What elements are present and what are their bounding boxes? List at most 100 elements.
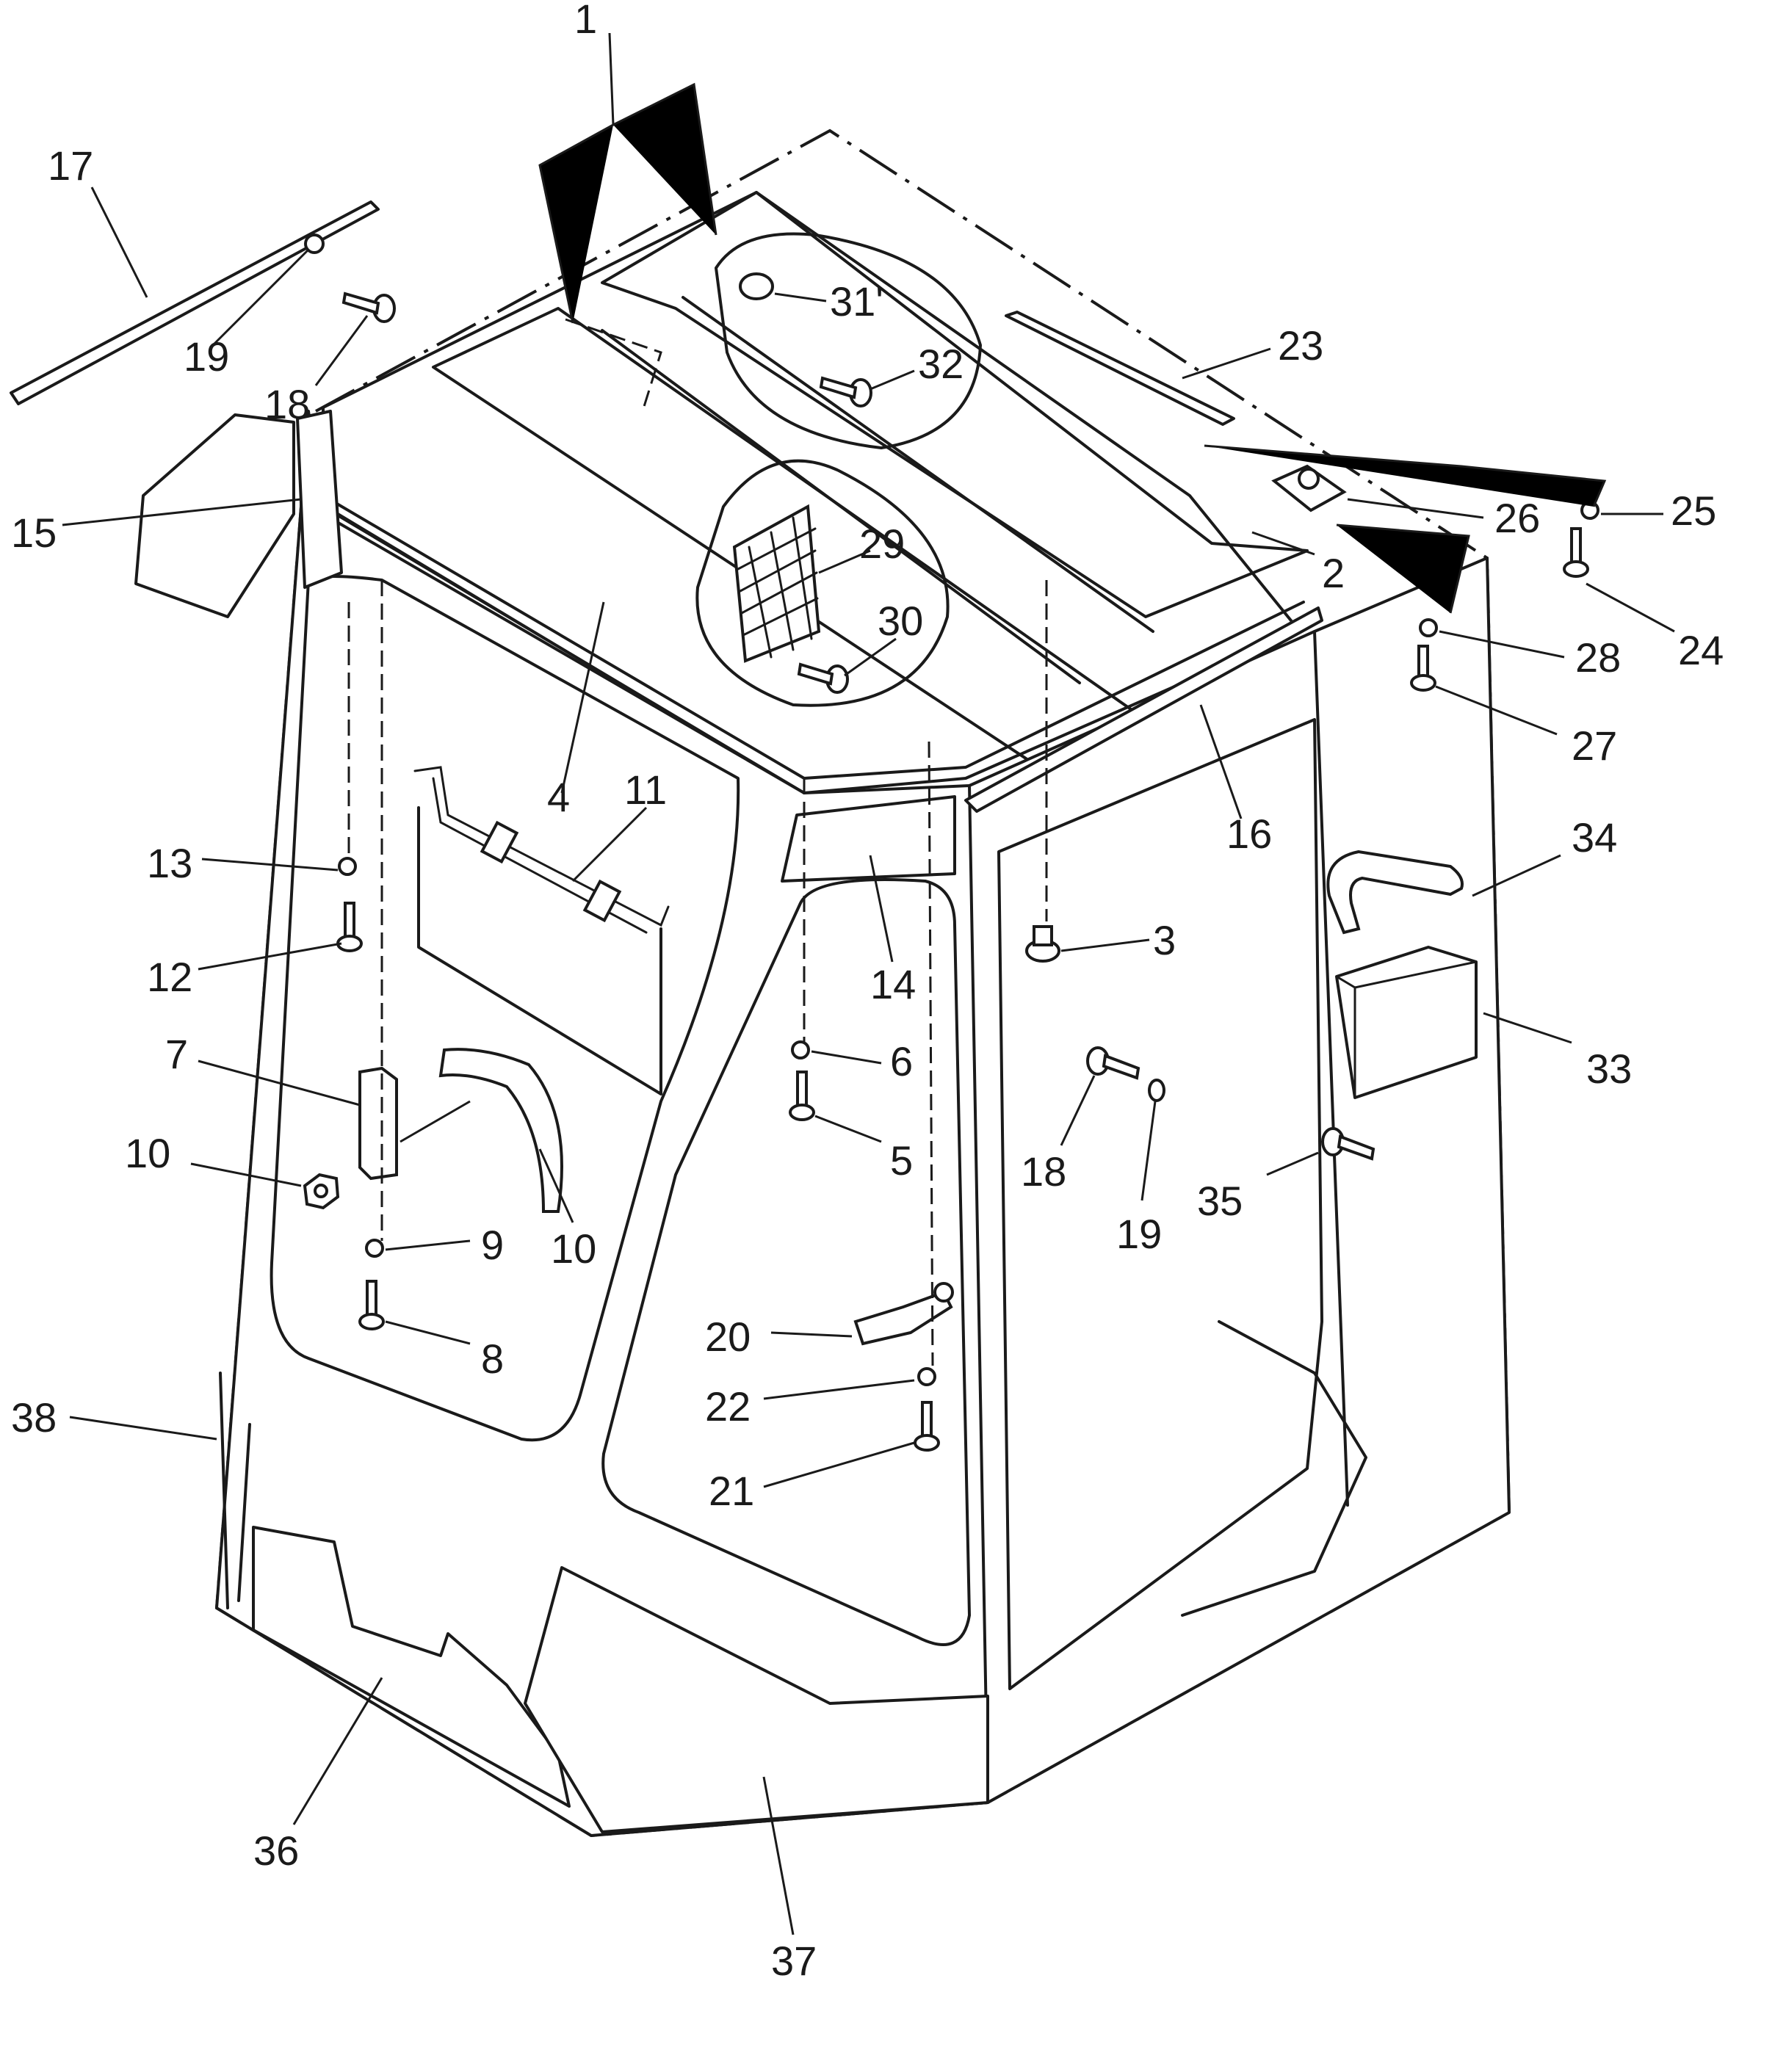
leader-29 — [818, 549, 871, 574]
assembly-line-roof — [565, 318, 662, 412]
callout-13: 13 — [147, 840, 192, 886]
callout-34: 34 — [1572, 814, 1617, 861]
roof-seal-strip — [1005, 311, 1235, 426]
leader-32 — [870, 369, 915, 391]
callout-19b: 19 — [1116, 1211, 1162, 1257]
roof-detail-bubble-29 — [695, 459, 950, 707]
callout-31: 31' — [830, 278, 883, 325]
callout-1: 1 — [574, 0, 597, 42]
callout-26: 26 — [1494, 495, 1540, 541]
callout-21: 21 — [709, 1468, 754, 1514]
leader-4 — [560, 601, 605, 794]
washer-13 — [338, 857, 357, 876]
callout-19a: 19 — [184, 333, 229, 380]
callout-23: 23 — [1278, 322, 1323, 369]
callout-16: 16 — [1226, 811, 1272, 857]
leader-24 — [1586, 582, 1675, 633]
callout-5: 5 — [890, 1137, 913, 1184]
leader-18a — [314, 315, 369, 386]
leader-38 — [69, 1416, 217, 1441]
door-latch — [853, 1290, 953, 1346]
leader-33 — [1483, 1012, 1572, 1044]
leader-27 — [1435, 685, 1558, 736]
callout-37: 37 — [771, 1938, 817, 1984]
door-hinge-plate-1 — [480, 820, 519, 864]
leader-15 — [62, 498, 302, 526]
front-windshield — [601, 878, 971, 1646]
callout-33: 33 — [1586, 1046, 1632, 1092]
leader-37 — [762, 1776, 795, 1935]
leader-13 — [201, 858, 339, 872]
leader-11 — [571, 806, 648, 883]
roof-hinge-knob — [1298, 468, 1320, 490]
leader-19a — [212, 248, 310, 347]
leader-31 — [774, 292, 827, 303]
bolt-21-head — [914, 1434, 940, 1452]
roof-ridge-1 — [682, 296, 1154, 633]
callout-15: 15 — [11, 510, 57, 556]
leader-7b — [400, 1100, 471, 1143]
bolt-32 — [819, 376, 858, 399]
callout-18a: 18 — [264, 381, 310, 427]
leader-18b — [1060, 1075, 1096, 1146]
door-hinge-bar-2 — [432, 777, 648, 934]
leader-28 — [1439, 630, 1565, 659]
leader-10b — [538, 1148, 574, 1223]
leader-5 — [814, 1115, 882, 1143]
callout-27: 27 — [1572, 722, 1617, 769]
bolt-8 — [366, 1280, 377, 1319]
left-lower-skirt — [252, 1526, 571, 1808]
cab-assembly — [134, 128, 1511, 1838]
callout-4: 4 — [547, 774, 570, 820]
leader-19b — [1140, 1101, 1157, 1201]
callout-12: 12 — [147, 954, 192, 1000]
top-left-rail — [10, 200, 380, 405]
storage-box-inner — [1335, 960, 1478, 1099]
callout-32: 32 — [918, 341, 964, 387]
leader-8 — [385, 1320, 471, 1345]
washer-19-left — [304, 233, 325, 254]
bolt-24 — [1570, 527, 1582, 567]
callout-29: 29 — [859, 521, 905, 567]
leader-14 — [869, 855, 894, 963]
leader-30 — [844, 637, 897, 677]
leader-12 — [198, 942, 342, 971]
callout-30: 30 — [878, 598, 923, 644]
bolt-8-head — [358, 1313, 385, 1330]
leader-17 — [90, 186, 148, 298]
roof-ridge-2 — [601, 329, 1081, 684]
callout-6: 6 — [890, 1038, 913, 1084]
mounting-bracket — [358, 1066, 398, 1181]
leader-9 — [385, 1239, 471, 1251]
callout-8: 8 — [481, 1336, 504, 1382]
callout-24: 24 — [1678, 627, 1724, 673]
latch-31 — [739, 272, 774, 300]
right-roof-rail — [964, 606, 1323, 813]
roof-detail-bubble-31 — [715, 232, 982, 449]
callout-22: 22 — [705, 1383, 751, 1430]
bolt-21 — [921, 1401, 933, 1441]
callout-11: 11 — [624, 767, 667, 813]
grab-handle — [1326, 850, 1464, 935]
door-hinge-plate-2 — [582, 879, 622, 923]
leader-1 — [538, 32, 717, 324]
leader-16 — [1199, 704, 1243, 819]
bolt-5-head — [789, 1104, 815, 1121]
front-right-pillar — [968, 784, 989, 1804]
callout-7: 7 — [165, 1031, 188, 1077]
bolt-30 — [797, 662, 834, 686]
washer-22 — [917, 1367, 936, 1386]
callout-20: 20 — [705, 1314, 751, 1360]
grille-mesh-2 — [748, 516, 813, 659]
callout-labels: 1 2 3 4 5 6 7 8 9 10 10 11 12 13 14 15 1… — [11, 0, 1724, 1984]
callout-14: 14 — [870, 961, 916, 1007]
left-rear-edge — [219, 1372, 251, 1609]
callout-38: 38 — [11, 1394, 57, 1441]
door-hinge-bar — [413, 766, 670, 927]
bolt-5 — [796, 1071, 808, 1110]
callout-17: 17 — [48, 142, 93, 189]
detail-parts — [10, 200, 1599, 1452]
leader-23 — [1182, 347, 1271, 380]
callout-10a: 10 — [125, 1130, 170, 1176]
